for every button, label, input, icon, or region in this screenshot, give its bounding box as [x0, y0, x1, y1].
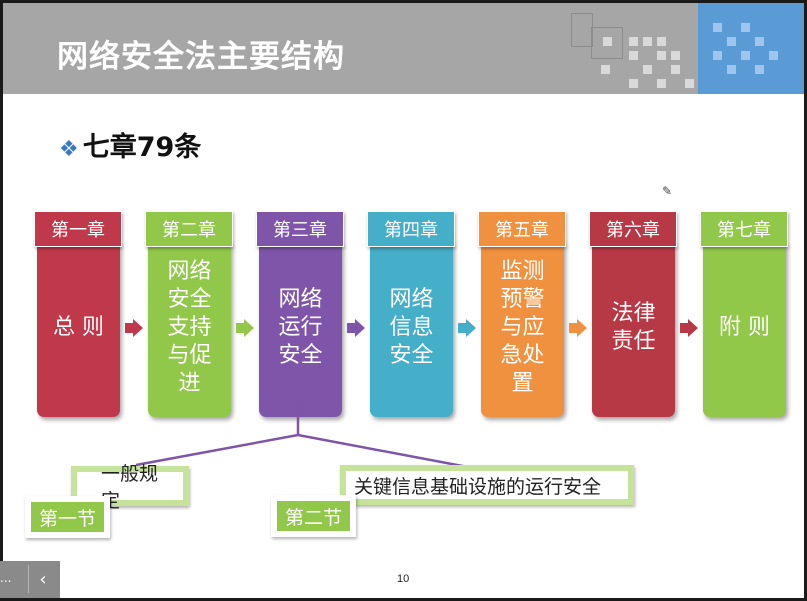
flow-arrow-icon — [458, 323, 466, 333]
title-bar: 网络安全法主要结构 — [3, 3, 804, 94]
chapter-body-text: 总 则 — [53, 315, 104, 340]
section-2-label: 第二节 — [271, 495, 356, 537]
chapter-card-5: 监测 预警 与应 急处 置 第五章 — [478, 211, 566, 417]
diamond-bullet-icon: ❖ — [59, 137, 79, 162]
chapter-card-6: 法律 责任第六章 — [589, 211, 677, 417]
flow-arrow-head-icon — [577, 319, 587, 337]
section-2-text: 关键信息基础设施的运行安全 — [340, 465, 634, 505]
slide-navigation: ... ‹ — [0, 561, 60, 598]
flow-arrow-icon — [680, 323, 688, 333]
section-1-label: 第一节 — [25, 496, 110, 538]
chapter-body-text: 网络 运行 安全 — [278, 287, 323, 368]
flow-arrow-icon — [569, 323, 577, 333]
chapter-tag: 第六章 — [589, 211, 677, 247]
title-accent-block — [698, 3, 804, 94]
section-2-title: 关键信息基础设施的运行安全 — [354, 475, 602, 498]
bullet-item: ❖七章79条 — [59, 125, 201, 164]
chapter-card-2: 网络 安全 支持 与促 进 第二章 — [145, 211, 233, 417]
chapter-body-text: 法律 责任 — [611, 301, 656, 354]
chapter-body-text: 监测 预警 与应 急处 置 — [500, 259, 545, 396]
connector-right — [297, 433, 474, 470]
slide-title: 网络安全法主要结构 — [57, 39, 345, 75]
section-1-label-text: 第一节 — [39, 507, 97, 530]
chapter-body-text: 附 则 — [719, 315, 770, 340]
bullet-text: 七章79条 — [82, 132, 202, 163]
flow-arrow-icon — [125, 323, 133, 333]
connector-left — [135, 433, 299, 467]
flow-arrow-head-icon — [244, 319, 254, 337]
chapter-tag: 第四章 — [367, 211, 455, 247]
chapter-tag: 第五章 — [478, 211, 566, 247]
chapter-tag: 第一章 — [34, 211, 122, 247]
chapter-card-7: 附 则第七章 — [700, 211, 788, 417]
more-options-button[interactable]: ... — [0, 571, 12, 585]
chapter-body-text: 网络 信息 安全 — [389, 287, 434, 368]
chapter-body-text: 网络 安全 支持 与促 进 — [167, 259, 212, 396]
flow-arrow-icon — [236, 323, 244, 333]
chapter-card-3: 网络 运行 安全 第三章 — [256, 211, 344, 417]
flow-arrow-head-icon — [133, 319, 143, 337]
connector-lines — [135, 396, 474, 470]
previous-slide-button[interactable]: ‹ — [28, 565, 57, 593]
section-2-label-text: 第二节 — [285, 506, 343, 529]
flow-arrow-head-icon — [688, 319, 698, 337]
flow-arrow-head-icon — [466, 319, 476, 337]
section-1-title: 一般规定 — [101, 463, 159, 512]
page-number: 10 — [397, 573, 410, 585]
chapter-tag: 第二章 — [145, 211, 233, 247]
chapter-card-4: 网络 信息 安全 第四章 — [367, 211, 455, 417]
pen-cursor-icon: ✎ — [662, 184, 673, 198]
slide: 网络安全法主要结构 — [3, 3, 804, 598]
chapter-tag: 第七章 — [700, 211, 788, 247]
chevron-left-icon: ‹ — [39, 568, 47, 590]
flow-arrow-icon — [347, 323, 355, 333]
chapter-card-1: 总 则第一章 — [34, 211, 122, 417]
flow-arrow-head-icon — [355, 319, 365, 337]
chapter-tag: 第三章 — [256, 211, 344, 247]
